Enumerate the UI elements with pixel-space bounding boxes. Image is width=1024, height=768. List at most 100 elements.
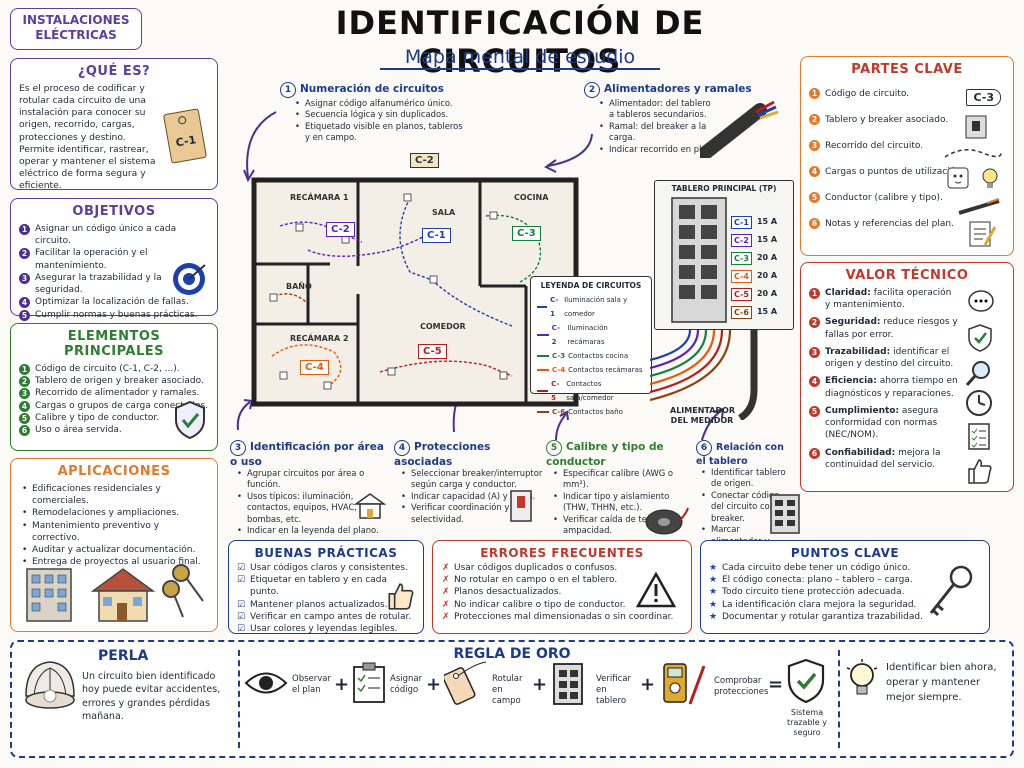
list-item: Mantener planos actualizados. [237, 599, 415, 611]
list-item: Identificar tablero de origen. [698, 467, 792, 490]
label-tag-icon [444, 661, 487, 705]
cable-icon [700, 100, 779, 158]
clock-icon [966, 390, 992, 416]
list-item: Alimentador: del tablero a tableros secu… [596, 98, 716, 121]
chat-icon [968, 290, 994, 312]
list-item: Usar códigos duplicados o confusos. [441, 562, 683, 574]
list-item: Asignar código alfanumérico único. [292, 98, 510, 110]
panel-icon [770, 494, 800, 534]
que-es-title: ¿QUÉ ES? [77, 64, 151, 79]
circuit-tag: C-4 [300, 360, 329, 375]
legend-swatch [537, 334, 549, 336]
step-label: Comprobar protecciones [714, 676, 769, 698]
bottom-band: PERLA Un circuito bien identificado hoy … [10, 640, 1014, 758]
list-item: Indicar en la leyenda del plano. [234, 525, 397, 537]
cable-spool-icon [645, 507, 689, 535]
perla-text: Un circuito bien identificado hoy puede … [82, 671, 221, 722]
list-item: Seleccionar breaker/interruptor según ca… [398, 468, 551, 491]
valor-title: VALOR TÉCNICO [845, 268, 969, 283]
buildings-icon [26, 564, 204, 622]
list-item: Verificar caída de tensión y ampacidad. [550, 514, 696, 537]
list-item: El código conecta: plano – tablero – car… [709, 574, 981, 586]
page-subtitle: Mapa mental de estudio [380, 46, 660, 70]
bulb-icon [982, 168, 998, 188]
list-item: Todo circuito tiene protección adecuada. [709, 586, 981, 598]
list-item: Usos típicos: iluminación, contactos, eq… [234, 491, 358, 525]
que-es-text: Es el proceso de codificar y rotular cad… [19, 83, 156, 192]
room-label: COMEDOR [420, 322, 466, 331]
tag-icon: C-3 [966, 89, 1001, 106]
partes-title: PARTES CLAVE [851, 62, 963, 77]
list-item: Indicar capacidad (A) y polos. [398, 491, 551, 503]
objetivos-title: OBJETIVOS [72, 204, 156, 219]
list-item: Protecciones mal dimensionadas o sin coo… [441, 611, 683, 623]
page-title: IDENTIFICACIÓN DE CIRCUITOS [335, 4, 705, 80]
thumbs-up-icon [968, 459, 992, 484]
lightbulb-icon [846, 659, 878, 695]
que-es-card: ¿QUÉ ES? Es el proceso de codificar y ro… [10, 58, 218, 192]
buenas-card: BUENAS PRÁCTICAS Usar códigos claros y c… [228, 540, 424, 636]
thumbs-up-icon [388, 583, 414, 610]
breaker-icon [965, 115, 987, 139]
house-icon [354, 493, 386, 519]
legend-swatch [537, 355, 549, 357]
elementos-title: ELEMENTOS PRINCIPALES [63, 329, 165, 359]
list-item: Verificar en campo antes de rotular. [237, 611, 415, 623]
room-label: BAÑO [286, 282, 312, 291]
regla-title: REGLA DE ORO [453, 646, 571, 662]
list-item: Documentar y rotular garantiza trazabili… [709, 611, 981, 623]
errores-card: ERRORES FRECUENTES Usar códigos duplicad… [432, 540, 692, 634]
list-item: Especificar calibre (AWG o mm²). [550, 468, 696, 491]
list-item: Usar colores y leyendas legibles. [237, 623, 415, 635]
room-label: RECÁMARA 2 [290, 334, 349, 343]
perla-title: PERLA [98, 648, 149, 664]
plus-sign: + [334, 674, 350, 695]
panel-wires [650, 330, 758, 420]
shield-check-icon [787, 658, 825, 704]
breaker-panel-icon [671, 197, 727, 323]
floor-plan [251, 177, 579, 407]
wire-icon [958, 198, 1000, 215]
list-item: Cada circuito debe tener un código único… [709, 562, 981, 574]
list-item: No indicar calibre o tipo de conductor. [441, 599, 683, 611]
list-item: Usar códigos claros y consistentes. [237, 562, 415, 574]
medidor-label: ALIMENTADOR DEL MEDIDOR [670, 406, 736, 425]
shield-check-icon [968, 324, 992, 352]
plus-sign: + [426, 674, 442, 695]
breaker-icon [553, 663, 583, 705]
plus-sign: + [640, 674, 656, 695]
list-item: Indicar recorrido en plan. [596, 144, 749, 156]
route-icon [944, 149, 1002, 158]
room-label: COCINA [514, 193, 549, 202]
eye-icon [244, 672, 288, 694]
